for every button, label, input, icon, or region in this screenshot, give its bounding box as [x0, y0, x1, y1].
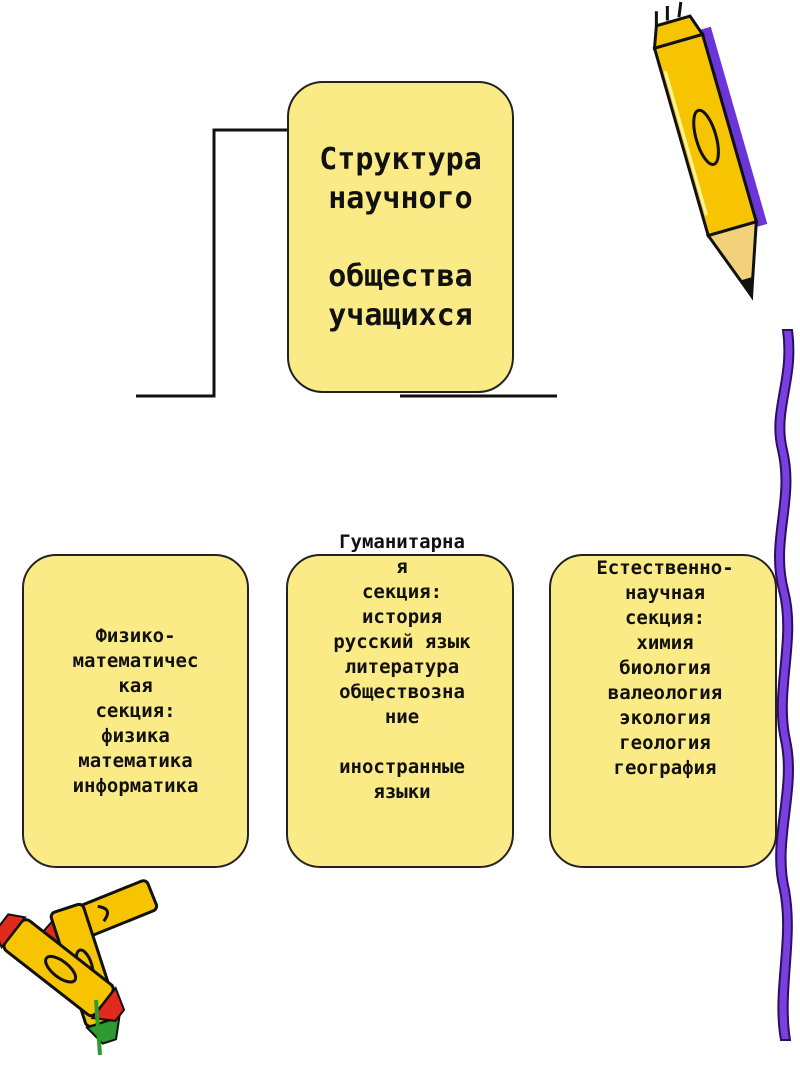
pencil-icon	[644, 0, 786, 308]
section-node-natural-science: Естественно- научная секция: химия биоло…	[549, 554, 777, 868]
section-label-humanities: Гуманитарна я секция: история русский яз…	[278, 530, 526, 805]
root-node: Структура научного общества учащихся	[287, 81, 514, 393]
section-node-humanities: Гуманитарна я секция: история русский яз…	[286, 554, 514, 868]
section-label-physmath: Физико- математичес кая секция: физика м…	[73, 624, 199, 799]
root-node-label: Структура научного общества учащихся	[319, 140, 482, 335]
section-node-physmath: Физико- математичес кая секция: физика м…	[22, 554, 249, 868]
markers-icon	[0, 879, 158, 1055]
section-label-natural-science: Естественно- научная секция: химия биоло…	[551, 556, 779, 781]
